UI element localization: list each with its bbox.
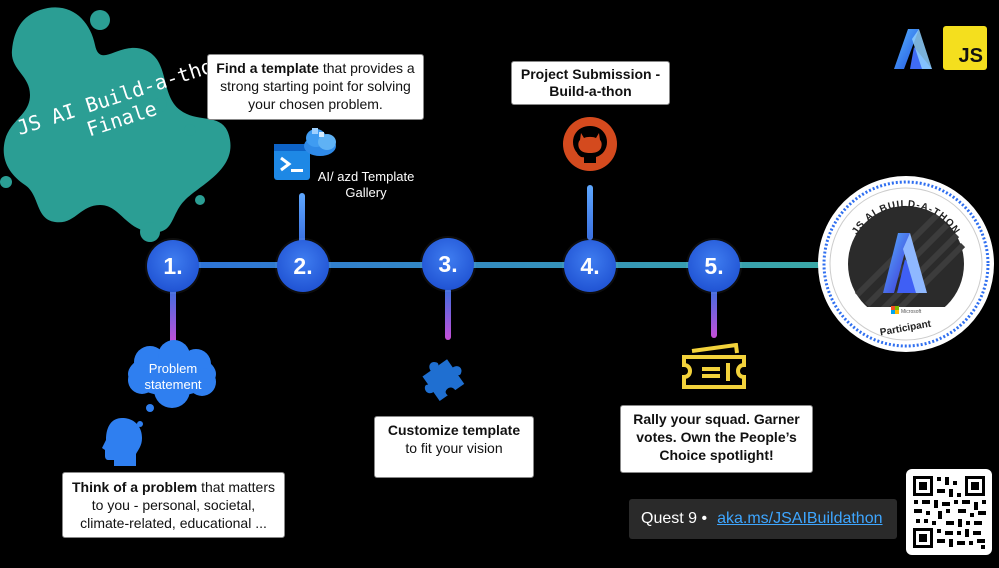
step3-callout: Customize template to fit your vision bbox=[374, 416, 534, 478]
problem-cloud-icon bbox=[128, 340, 216, 412]
participant-badge: JS AI BUILD-A-THON Microsoft Participant bbox=[817, 175, 995, 353]
connector-step2 bbox=[299, 193, 305, 243]
step-3-number: 3. bbox=[438, 250, 458, 277]
badge-graphic: JS AI BUILD-A-THON Microsoft Participant bbox=[818, 176, 994, 352]
step-5-number: 5. bbox=[704, 252, 724, 279]
connector-step4 bbox=[587, 185, 593, 240]
cloud-line2: statement bbox=[144, 377, 202, 392]
splash-title: JS AI Build-a-thon Finale bbox=[14, 50, 254, 198]
step4-callout: Project Submission - Build-a-thon bbox=[511, 61, 670, 105]
step-4-circle: 4. bbox=[564, 240, 616, 292]
step1-callout-bold: Think of a problem bbox=[71, 479, 198, 495]
step-5-circle: 5. bbox=[688, 240, 740, 292]
splash-blob bbox=[0, 7, 231, 242]
step1-callout-text: that matters to you - personal, societal… bbox=[80, 479, 276, 531]
connector-step5 bbox=[711, 288, 717, 338]
template-gallery-label: AI/ azd Template Gallery bbox=[316, 169, 416, 201]
cloud-line1: Problem bbox=[148, 361, 198, 376]
puzzle-icon bbox=[422, 359, 465, 402]
step2-callout-bold: Find a template bbox=[216, 60, 319, 76]
js-logo-icon: JS bbox=[943, 26, 987, 70]
step3-callout-bold: Customize template bbox=[387, 422, 521, 438]
badge-brand-text: Microsoft bbox=[901, 309, 922, 315]
gallery-label-line1: AI/ azd Template bbox=[317, 169, 415, 184]
ticket-icon bbox=[682, 343, 746, 389]
qr-code[interactable] bbox=[906, 469, 992, 555]
gallery-label-line2: Gallery bbox=[345, 185, 387, 200]
step5-callout: Rally your squad. Garner votes. Own the … bbox=[620, 405, 813, 473]
step-4-number: 4. bbox=[580, 252, 600, 279]
person-head-icon bbox=[102, 418, 143, 466]
step-3-circle: 3. bbox=[422, 238, 474, 290]
step4-callout-text: Project Submission - Build-a-thon bbox=[520, 66, 661, 99]
problem-cloud-text: Problem statement bbox=[127, 361, 219, 393]
step5-callout-text: Rally your squad. Garner votes. Own the … bbox=[633, 411, 800, 463]
quest-label: Quest 9 • bbox=[641, 510, 708, 527]
step3-callout-text: to fit your vision bbox=[405, 440, 503, 456]
step-1-number: 1. bbox=[163, 252, 183, 279]
connector-step3 bbox=[445, 288, 451, 340]
timeline-line bbox=[172, 262, 822, 268]
step-2-number: 2. bbox=[293, 252, 313, 279]
qr-code-graphic bbox=[913, 476, 986, 549]
connector-step1 bbox=[170, 288, 176, 344]
js-logo-text: JS bbox=[958, 45, 983, 67]
azure-logo-icon bbox=[894, 29, 932, 69]
step-1-circle: 1. bbox=[147, 240, 199, 292]
quest-footer: Quest 9 • aka.ms/JSAIBuildathon bbox=[629, 499, 897, 539]
template-gallery-icon bbox=[274, 128, 336, 180]
step-2-circle: 2. bbox=[277, 240, 329, 292]
github-icon bbox=[563, 117, 617, 171]
quest-link[interactable]: aka.ms/JSAIBuildathon bbox=[717, 510, 883, 527]
step2-callout-text: that provides a strong starting point fo… bbox=[220, 60, 415, 112]
step2-callout: Find a template that provides a strong s… bbox=[207, 54, 424, 120]
step1-callout: Think of a problem that matters to you -… bbox=[62, 472, 285, 538]
